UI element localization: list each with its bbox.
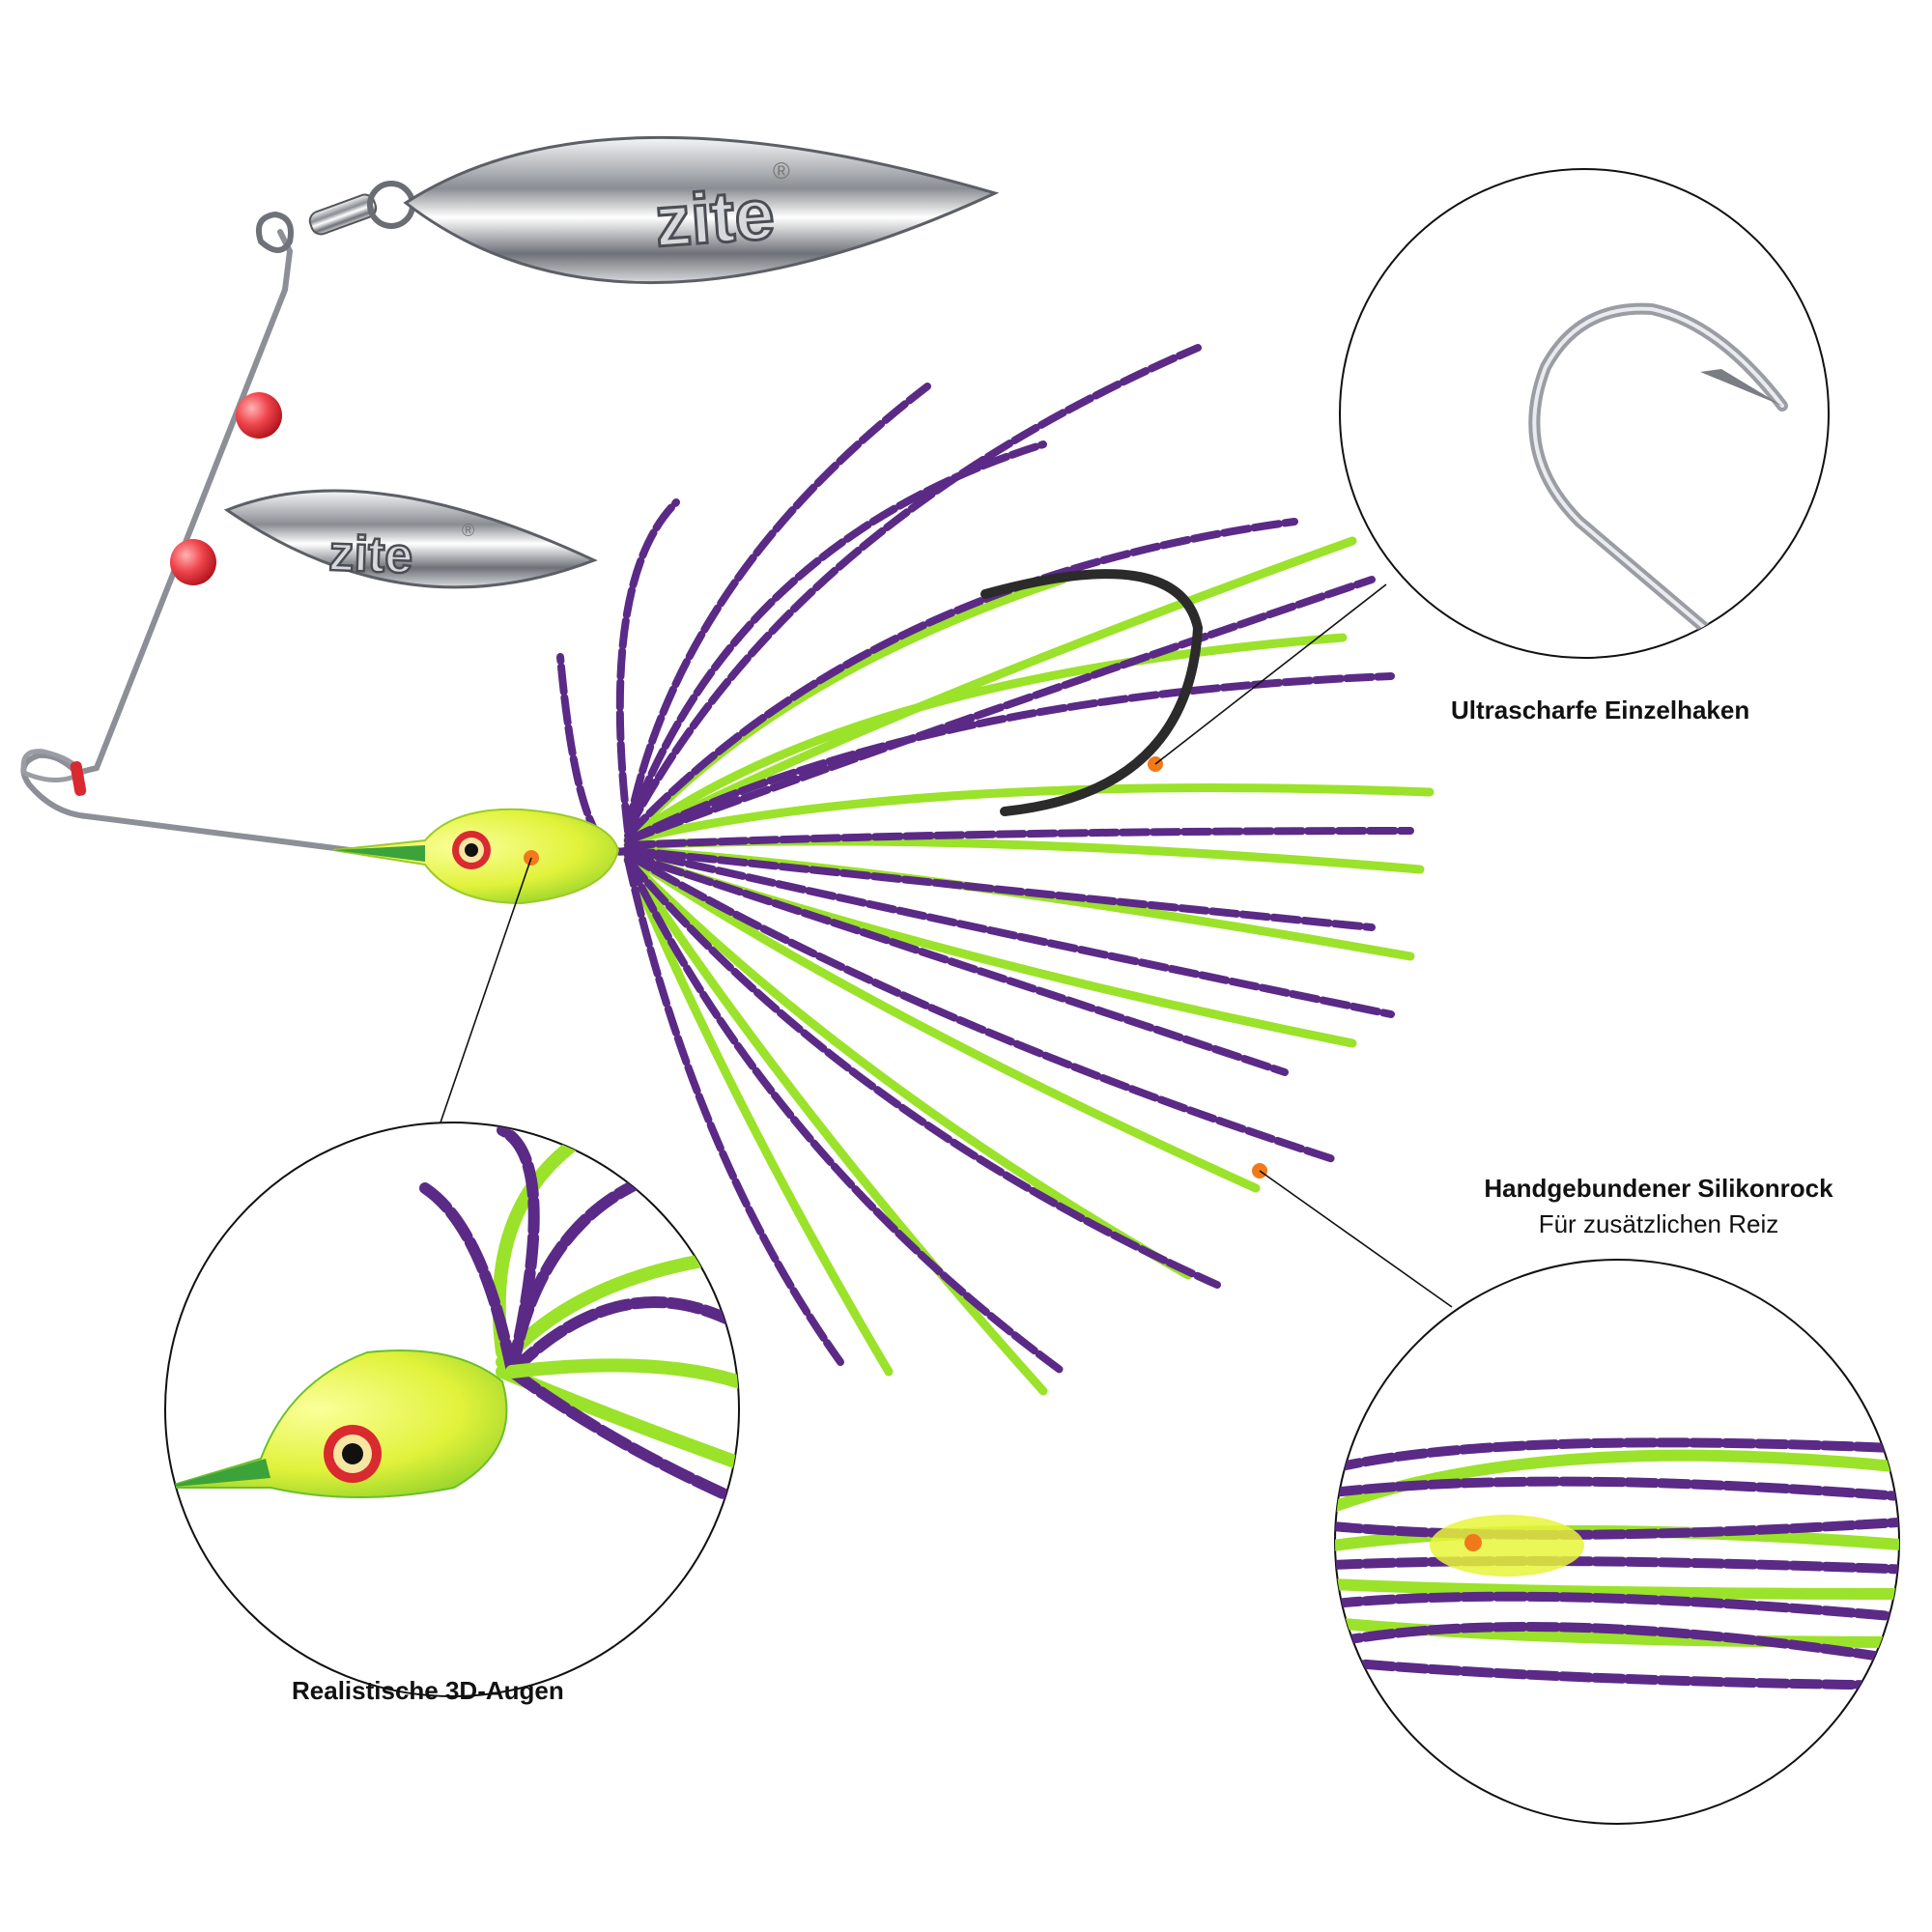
callout-line-skirt	[1259, 1170, 1453, 1308]
callout-lines	[440, 583, 1453, 1308]
lure-head	[332, 808, 620, 905]
skirt-detail-circle	[1334, 1259, 1900, 1825]
hook-callout-title: Ultrascharfe Einzelhaken	[1451, 696, 1750, 724]
callout-label-eyes: Realistische 3D-Augen	[292, 1676, 564, 1706]
blade-registered-large: ®	[773, 158, 790, 185]
lure-eye	[452, 831, 491, 869]
eyes-closeup-head	[165, 1350, 508, 1498]
callout-label-skirt: Handgebundener Silikonrock Für zusätzlic…	[1422, 1174, 1895, 1239]
silicone-skirt	[556, 344, 1435, 1396]
main-lure: zite ® zite ®	[20, 135, 1435, 1396]
eyes-callout-title: Realistische 3D-Augen	[292, 1676, 564, 1705]
eyes-closeup-eye	[324, 1425, 382, 1483]
hook-in-skirt	[980, 569, 1204, 816]
red-bead-lower	[170, 539, 216, 585]
callout-line-eyes	[440, 857, 532, 1123]
blade-registered-small: ®	[462, 521, 474, 540]
eyes-detail-circle	[164, 1122, 740, 1697]
blade-brand-large: zite	[652, 174, 777, 262]
hook-detail-circle	[1339, 168, 1830, 659]
skirt-callout-subtitle: Für zusätzlichen Reiz	[1538, 1209, 1779, 1238]
red-bead-upper	[236, 392, 282, 439]
large-willow-blade: zite ®	[403, 135, 1000, 284]
small-willow-blade: zite ®	[223, 489, 598, 589]
blade-brand-small: zite	[328, 526, 414, 584]
callout-label-hook: Ultrascharfe Einzelhaken	[1451, 696, 1749, 725]
skirt-callout-title: Handgebundener Silikonrock	[1484, 1174, 1833, 1203]
wire-stop	[70, 761, 87, 796]
callout-line-hook	[1154, 583, 1387, 765]
skirt-closeup-head	[1430, 1515, 1584, 1577]
